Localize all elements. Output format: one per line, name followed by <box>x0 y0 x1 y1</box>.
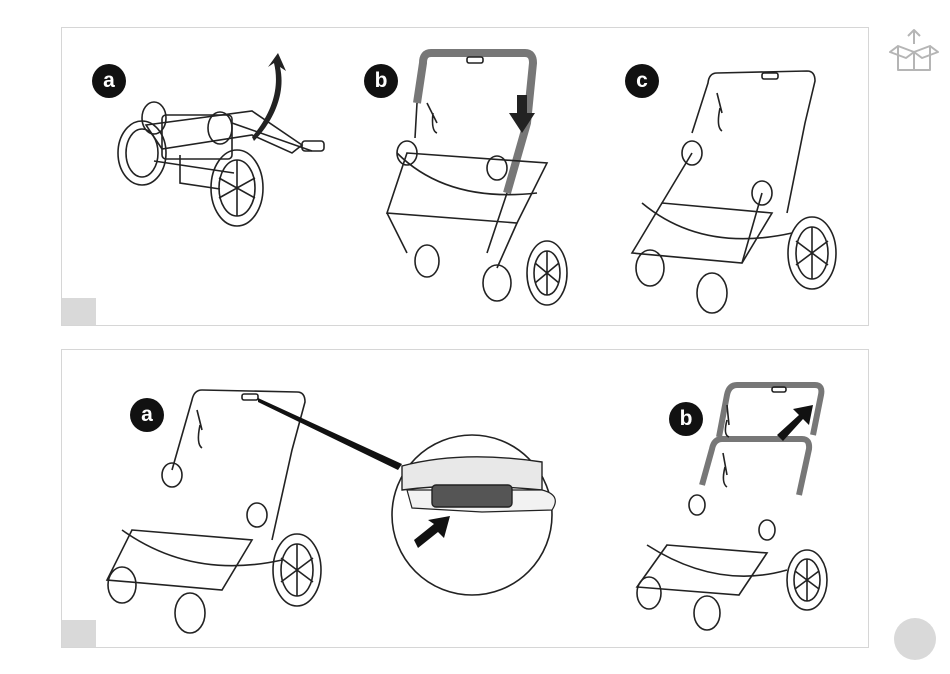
up-arrow-icon <box>777 405 813 441</box>
instruction-panel-unfold: a b c <box>61 27 869 326</box>
page-number-dot <box>894 618 936 660</box>
folded-stroller-illustration <box>102 53 332 233</box>
extended-handle-illustration <box>627 375 847 625</box>
step-number-box <box>62 620 96 647</box>
unfolded-stroller-illustration <box>622 53 852 303</box>
instruction-panel-handle-adjust: a b <box>61 349 869 648</box>
step-number-box <box>62 298 96 325</box>
handle-button-illustration <box>102 370 562 630</box>
release-button <box>432 485 512 507</box>
unfolding-stroller-illustration <box>367 43 567 303</box>
unbox-arrow-icon <box>884 28 944 74</box>
